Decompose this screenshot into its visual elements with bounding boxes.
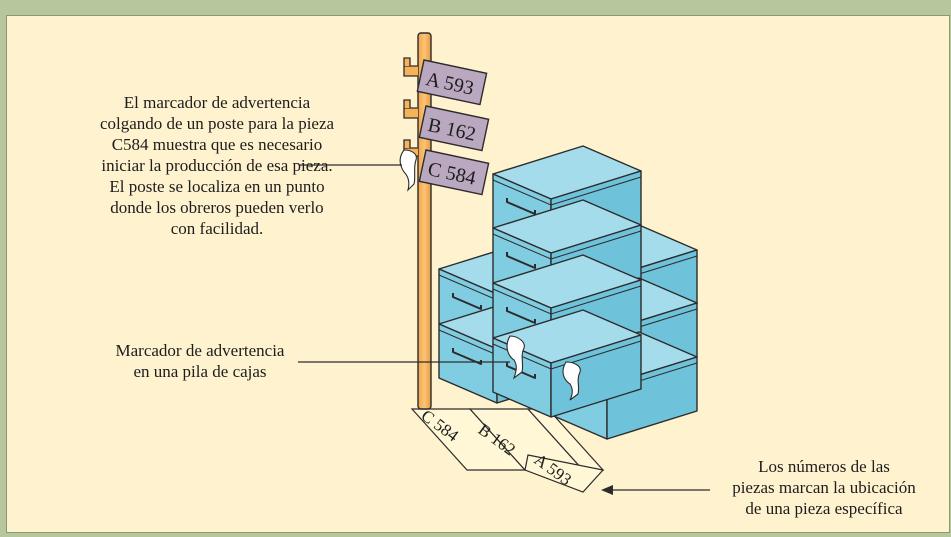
box-warning-tag-icon (506, 335, 525, 380)
leader-lines (298, 164, 710, 495)
caption-line: con facilidad. (170, 219, 264, 238)
caption-line: piezas marcan la ubicación (732, 478, 916, 497)
caption-line: C584 muestra que es necesario (111, 135, 323, 154)
box-marker-caption: Marcador de advertencia en una pila de c… (62, 340, 338, 382)
caption-line: en una pila de cajas (133, 362, 267, 381)
caption-line: El marcador de advertencia (123, 93, 311, 112)
box-stacks (438, 145, 698, 440)
caption-line: Marcador de advertencia (115, 341, 285, 360)
caption-line: iniciar la producción de esa pieza. (101, 156, 333, 175)
box-warning-tag-icon-2 (562, 361, 581, 401)
warning-tag-icon (399, 149, 417, 192)
caption-line: El poste se localiza en un punto (109, 177, 325, 196)
floor-labels: C 584 B 162 A 593 (410, 406, 605, 493)
caption-line: colgando de un poste para la pieza (99, 114, 335, 133)
floor-numbers-caption: Los números de las piezas marcan la ubic… (700, 456, 948, 519)
caption-line: donde los obreros pueden verlo (110, 198, 324, 217)
caption-line: de una pieza específica (745, 499, 903, 518)
floor-label-a593-front (524, 454, 605, 493)
post-marker-caption: El marcador de advertencia colgando de u… (52, 92, 382, 239)
caption-line: Los números de las (758, 457, 890, 476)
part-signs: A 593 B 162 C 584 (416, 59, 490, 196)
